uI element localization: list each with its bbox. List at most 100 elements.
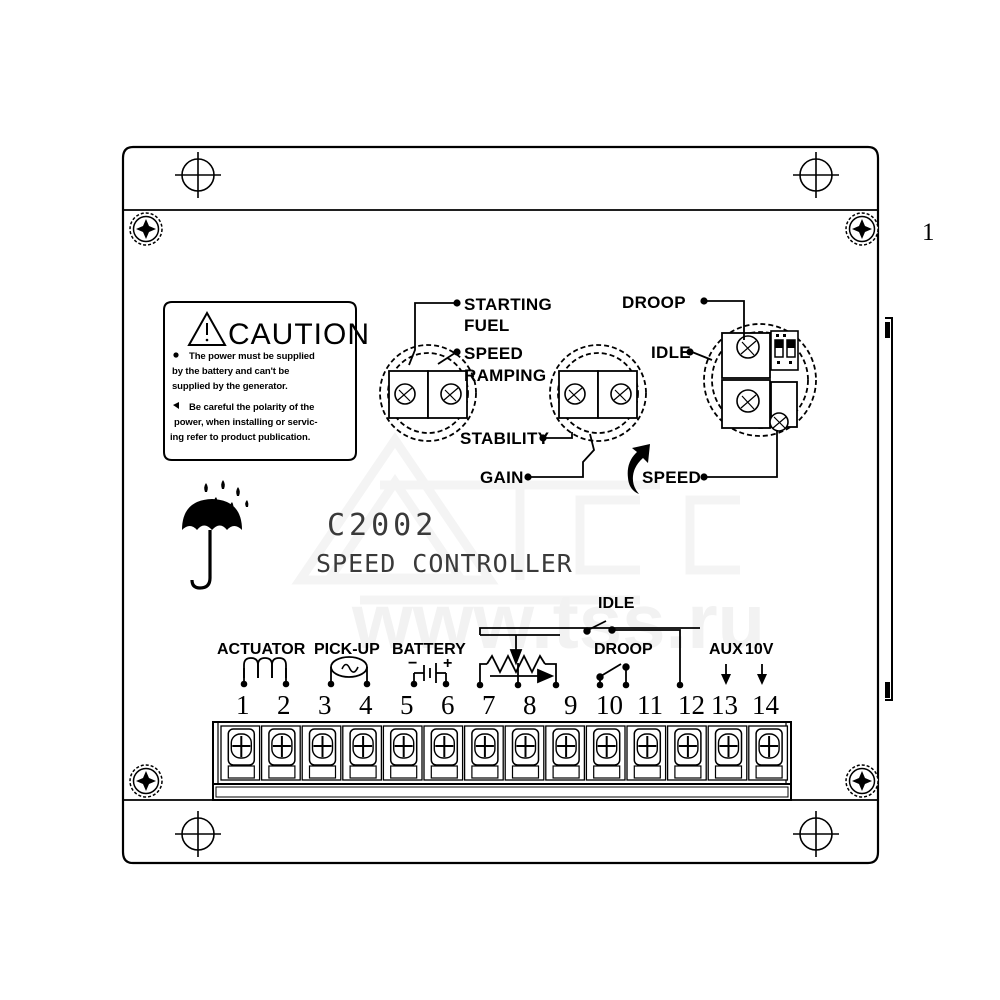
label-gain: GAIN [480, 468, 524, 487]
terminal-foot [430, 765, 458, 779]
terminal-number-3: 3 [318, 690, 332, 720]
watermark-url: www.tss.ru [351, 577, 765, 665]
pot-screw-droop[interactable] [736, 335, 760, 359]
model-name: C2002 [327, 508, 437, 543]
terminal-number-7: 7 [482, 690, 496, 720]
pot-droop-idle-speed[interactable] [703, 323, 817, 437]
phillips-slot-icon [557, 736, 576, 757]
terminal-foot [268, 765, 296, 779]
pot-screw-speed-ramping[interactable] [440, 383, 462, 405]
terminal-cell[interactable] [666, 725, 707, 781]
terminal-foot [390, 765, 418, 779]
terminal-group-label-pickup: PICK-UP [314, 641, 380, 658]
watermark-group: www.tss.ru [291, 431, 765, 665]
mounting-hole-top-left [175, 152, 221, 198]
corner-screw-top-left [129, 212, 163, 246]
mounting-hole-bottom-right [793, 811, 839, 857]
terminal-cell[interactable] [342, 725, 383, 781]
terminal-cell[interactable] [626, 725, 667, 781]
terminal-foot [755, 765, 783, 779]
label-starting-fuel-line1: STARTING [464, 295, 552, 314]
terminal-number-9: 9 [564, 690, 578, 720]
terminal-foot [714, 765, 743, 779]
leader-gain [524, 433, 595, 481]
curved-arrow-icon [627, 444, 650, 494]
terminal-number-5: 5 [400, 690, 414, 720]
terminal-cell[interactable] [545, 725, 586, 781]
terminal-foot [349, 765, 377, 779]
idle-switch-icon [583, 620, 684, 689]
dip-switch[interactable] [770, 330, 799, 371]
terminal-number-6: 6 [441, 690, 455, 720]
corner-screws-group [129, 212, 879, 798]
pot-screw-starting-fuel[interactable] [394, 383, 416, 405]
terminal-numbers-group: 1 2 3 4 5 6 7 8 9 10 11 12 13 14 [236, 690, 780, 720]
terminal-cell[interactable] [260, 725, 301, 781]
pot-screw-idle[interactable] [736, 389, 760, 413]
terminal-cell[interactable] [504, 725, 545, 781]
terminal-number-8: 8 [523, 690, 537, 720]
leader-stability [539, 432, 573, 442]
terminal-number-2: 2 [277, 690, 291, 720]
label-speed-ramping-line2: RAMPING [464, 366, 546, 385]
pot-screw-gain[interactable] [610, 383, 632, 405]
terminal-cell[interactable] [301, 725, 342, 781]
terminal-cell[interactable] [707, 725, 748, 781]
reference-number: 1 [922, 219, 935, 246]
terminal-cell[interactable] [585, 725, 626, 781]
terminal-cell[interactable] [382, 725, 423, 781]
aux-arrow-down-icon [721, 664, 731, 685]
terminal-cell[interactable] [220, 725, 261, 781]
pot-screw-stability[interactable] [564, 383, 586, 405]
caution-bullet-1-line-2: by the battery and can't be [172, 366, 289, 377]
pot-stability-gain[interactable] [549, 344, 647, 442]
warning-triangle-icon [187, 310, 227, 346]
caution-bullet-1-line-1: The power must be supplied [189, 351, 315, 362]
phillips-slot-icon [354, 736, 373, 757]
mounting-hole-top-right [793, 152, 839, 198]
caution-bullet-2-line-2: power, when installing or servic- [174, 417, 317, 428]
battery-polarity-plus: + [443, 655, 452, 672]
phillips-slot-icon [638, 736, 657, 757]
terminal-foot [471, 765, 499, 779]
label-idle-pot: IDLE [651, 343, 691, 362]
caution-title: CAUTION [228, 318, 370, 351]
leader-speed-ramping [437, 348, 461, 365]
terminal-number-10: 10 [596, 690, 623, 720]
terminal-cell[interactable] [463, 725, 504, 781]
pot-screw-speed[interactable] [769, 412, 789, 432]
leader-idle-pot [686, 348, 713, 361]
terminal-cell[interactable] [423, 725, 464, 781]
label-droop-pot: DROOP [622, 293, 686, 312]
caution-bullet-marker-2 [173, 402, 179, 409]
terminal-number-13: 13 [711, 690, 738, 720]
terminal-group-label-idle: IDLE [598, 595, 635, 612]
terminal-number-11: 11 [637, 690, 663, 720]
leader-droop-pot [700, 297, 745, 340]
droop-switch-icon [596, 663, 630, 689]
potentiometer-icon [476, 627, 700, 689]
label-stability: STABILITY [460, 429, 550, 448]
phillips-slot-icon [516, 736, 535, 757]
terminal-foot [593, 765, 621, 779]
umbrella-rain-icon [182, 480, 249, 590]
side-tab [885, 317, 893, 701]
label-speed-ramping-line1: SPEED [464, 344, 523, 363]
caution-bullet-marker-1 [173, 352, 179, 358]
coil-icon [240, 657, 290, 688]
caution-bullet-2-line-3: ing refer to product publication. [170, 432, 310, 443]
terminal-foot [633, 765, 661, 779]
pot-starting-fuel-speed-ramping[interactable] [379, 344, 477, 442]
battery-icon [410, 663, 450, 688]
terminal-group-label-10v: 10V [745, 641, 774, 658]
terminal-cell[interactable] [748, 725, 789, 781]
caution-bullet-2-line-1: Be careful the polarity of the [189, 402, 314, 413]
corner-screw-bottom-left [129, 764, 163, 798]
phillips-slot-icon [597, 736, 616, 757]
terminal-block[interactable] [212, 721, 792, 801]
terminal-group-label-droop: DROOP [594, 641, 653, 658]
caution-label: CAUTION The power must be supplied by th… [163, 301, 370, 461]
terminal-number-1: 1 [236, 690, 250, 720]
terminal-foot [511, 765, 540, 779]
terminal-group-label-battery: BATTERY [392, 641, 466, 658]
